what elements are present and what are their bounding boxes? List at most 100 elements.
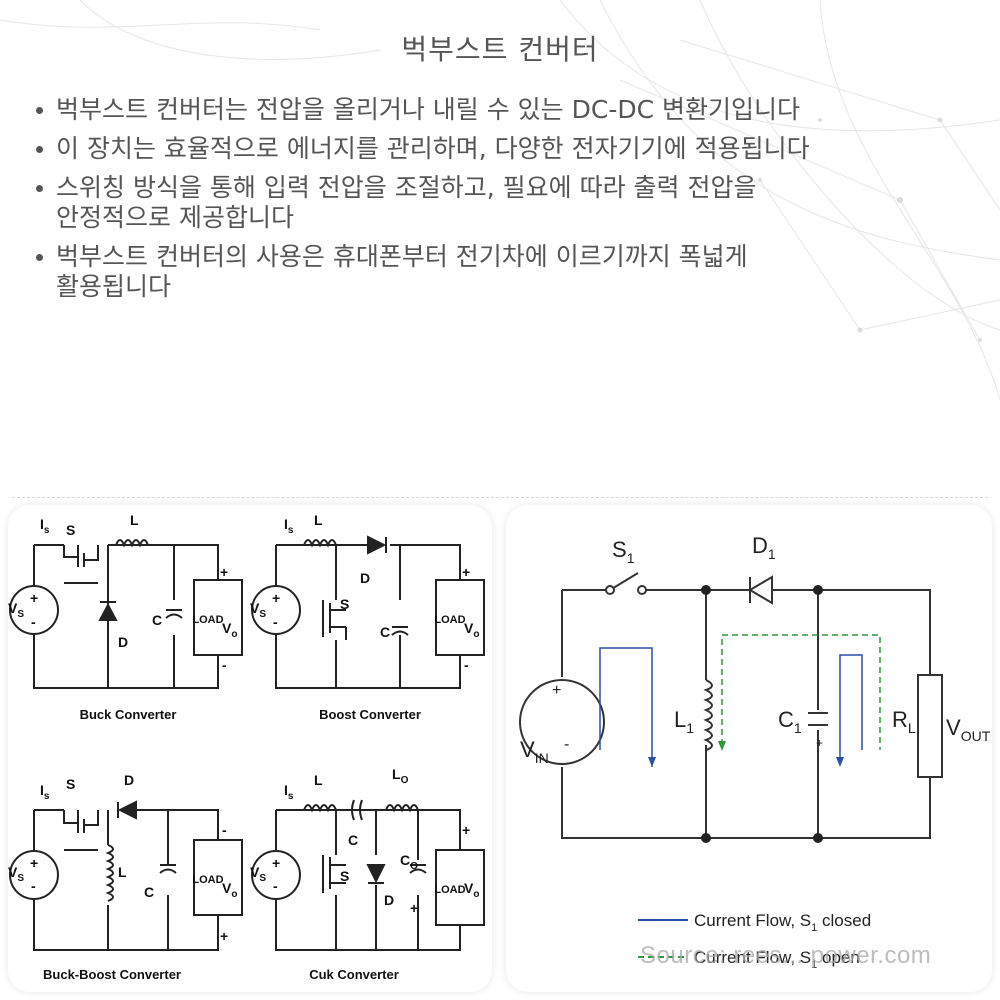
- capacitor-icon: [808, 712, 828, 726]
- voltage-source-icon: [251, 585, 301, 635]
- diode-icon: [367, 535, 387, 555]
- load-box: [435, 579, 485, 656]
- junction-dot: [813, 833, 823, 843]
- capacitor-label: C: [144, 884, 154, 900]
- section-divider: [12, 497, 988, 498]
- diode-label: D: [360, 570, 370, 586]
- plus-sign: +: [220, 928, 228, 944]
- load-box: [435, 849, 485, 926]
- load-label: LOAD: [434, 614, 465, 626]
- input-voltage-label: VIN: [520, 737, 549, 766]
- boost-converter-caption: Boost Converter: [319, 707, 421, 722]
- buck-boost-circuit-svg: S1 D1 L1 C1 RL VOUT VIN + - + Current Fl…: [519, 533, 991, 971]
- diode-icon: [748, 575, 773, 605]
- load-label: LOAD: [434, 884, 465, 896]
- buck-boost-circuit-figure: S1 D1 L1 C1 RL VOUT VIN + - + Current Fl…: [506, 505, 992, 992]
- inductor-label: L: [118, 864, 127, 880]
- bullet-dot: [36, 185, 43, 192]
- open-current-arrow-icon: [718, 741, 726, 751]
- source-voltage-label: VS: [250, 864, 266, 884]
- plus-sign: +: [220, 564, 228, 580]
- plus-sign: +: [30, 855, 38, 871]
- switch-label: S: [340, 596, 349, 612]
- inductor-label: L: [314, 512, 323, 528]
- coupling-capacitor-label: C: [348, 832, 358, 848]
- bullet-dot: [36, 254, 43, 261]
- bullet-text-continued: 안정적으로 제공합니다: [56, 203, 294, 232]
- junction-dot: [701, 833, 711, 843]
- plus-sign: +: [552, 682, 561, 699]
- minus-sign: -: [222, 822, 227, 838]
- converter-topologies-svg: LOAD LOAD LOAD LOAD Is S L D C VS Vo + -…: [8, 512, 485, 982]
- voltage-source-icon: [251, 850, 301, 900]
- minus-sign: -: [31, 878, 36, 894]
- minus-sign: -: [273, 878, 278, 894]
- capacitor-label: C1: [778, 707, 802, 736]
- switch-label: S: [66, 522, 75, 538]
- bullet-text: 이 장치는 효율적으로 에너지를 관리하며, 다양한 전자기기에 적용됩니다: [56, 134, 810, 163]
- bullet-item: 이 장치는 효율적으로 에너지를 관리하며, 다양한 전자기기에 적용됩니다: [34, 134, 934, 164]
- switch-label: S: [66, 776, 75, 792]
- minus-sign: -: [273, 614, 278, 630]
- inductor-label: L: [314, 772, 323, 788]
- output-inductor-label: LO: [392, 766, 409, 786]
- inductor-label: L: [130, 512, 139, 528]
- page-title: 벅부스트 컨버터: [401, 33, 599, 66]
- open-load-current-path: [839, 654, 863, 760]
- plus-sign: +: [816, 736, 823, 750]
- minus-sign: -: [564, 736, 569, 753]
- plus-sign: +: [30, 590, 38, 606]
- converter-topologies-figure: LOAD LOAD LOAD LOAD Is S L D C VS Vo + -…: [8, 505, 492, 992]
- bullet-text: 벅부스트 컨버터의 사용은 휴대폰부터 전기차에 이르기까지 폭넓게: [56, 242, 748, 271]
- bullet-dot: [36, 107, 43, 114]
- capacitor-icon: [351, 799, 363, 821]
- junction-dot: [813, 585, 823, 595]
- inductor-label: L1: [674, 707, 694, 736]
- diode-label: D: [118, 634, 128, 650]
- legend-open-label: Current Flow, S1 open: [694, 948, 860, 971]
- plus-sign: +: [410, 900, 418, 916]
- output-capacitor-label: CO: [400, 852, 418, 872]
- current-label: Is: [284, 516, 294, 536]
- diode-label: D: [124, 772, 134, 788]
- switch-terminal: [605, 585, 615, 595]
- source-voltage-label: VS: [250, 600, 266, 620]
- output-voltage-label: Vo: [464, 620, 479, 640]
- load-label: LOAD: [192, 874, 223, 886]
- source-voltage-label: VS: [8, 864, 24, 884]
- diode-label: D: [384, 892, 394, 908]
- background-network-art: [0, 0, 1000, 401]
- closed-current-arrow-icon: [648, 757, 656, 767]
- switch-label: S: [340, 868, 349, 884]
- buck-converter-caption: Buck Converter: [80, 707, 177, 722]
- output-voltage-label: Vo: [222, 880, 237, 900]
- plus-sign: +: [462, 564, 470, 580]
- open-current-path: [721, 634, 881, 750]
- switch-terminal: [637, 585, 647, 595]
- voltage-source-icon: [9, 850, 59, 900]
- minus-sign: -: [222, 657, 227, 673]
- load-resistor-label: RL: [892, 707, 916, 736]
- switch-icon: [609, 572, 639, 591]
- switch-label: S1: [612, 537, 635, 566]
- current-label: Is: [40, 516, 50, 536]
- plus-sign: +: [272, 855, 280, 871]
- bullet-list: 벅부스트 컨버터는 전압을 올리거나 내릴 수 있는 DC-DC 변환기입니다 …: [34, 95, 934, 311]
- source-watermark: Source: rees... power.com: [640, 942, 932, 969]
- bullet-dot: [36, 146, 43, 153]
- capacitor-label: C: [380, 624, 390, 640]
- minus-sign: -: [31, 614, 36, 630]
- bullet-item: 벅부스트 컨버터는 전압을 올리거나 내릴 수 있는 DC-DC 변환기입니다: [34, 95, 934, 125]
- minus-sign: -: [464, 657, 469, 673]
- diode-label: D1: [752, 533, 776, 562]
- buck-boost-converter-caption: Buck-Boost Converter: [43, 967, 181, 982]
- load-box: [193, 579, 243, 656]
- legend-closed-label: Current Flow, S1 closed: [694, 911, 871, 934]
- cuk-converter-caption: Cuk Converter: [309, 967, 399, 982]
- load-label: LOAD: [192, 614, 223, 626]
- junction-dot: [701, 585, 711, 595]
- voltage-source-icon: [519, 679, 605, 765]
- load-resistor-icon: [917, 674, 943, 778]
